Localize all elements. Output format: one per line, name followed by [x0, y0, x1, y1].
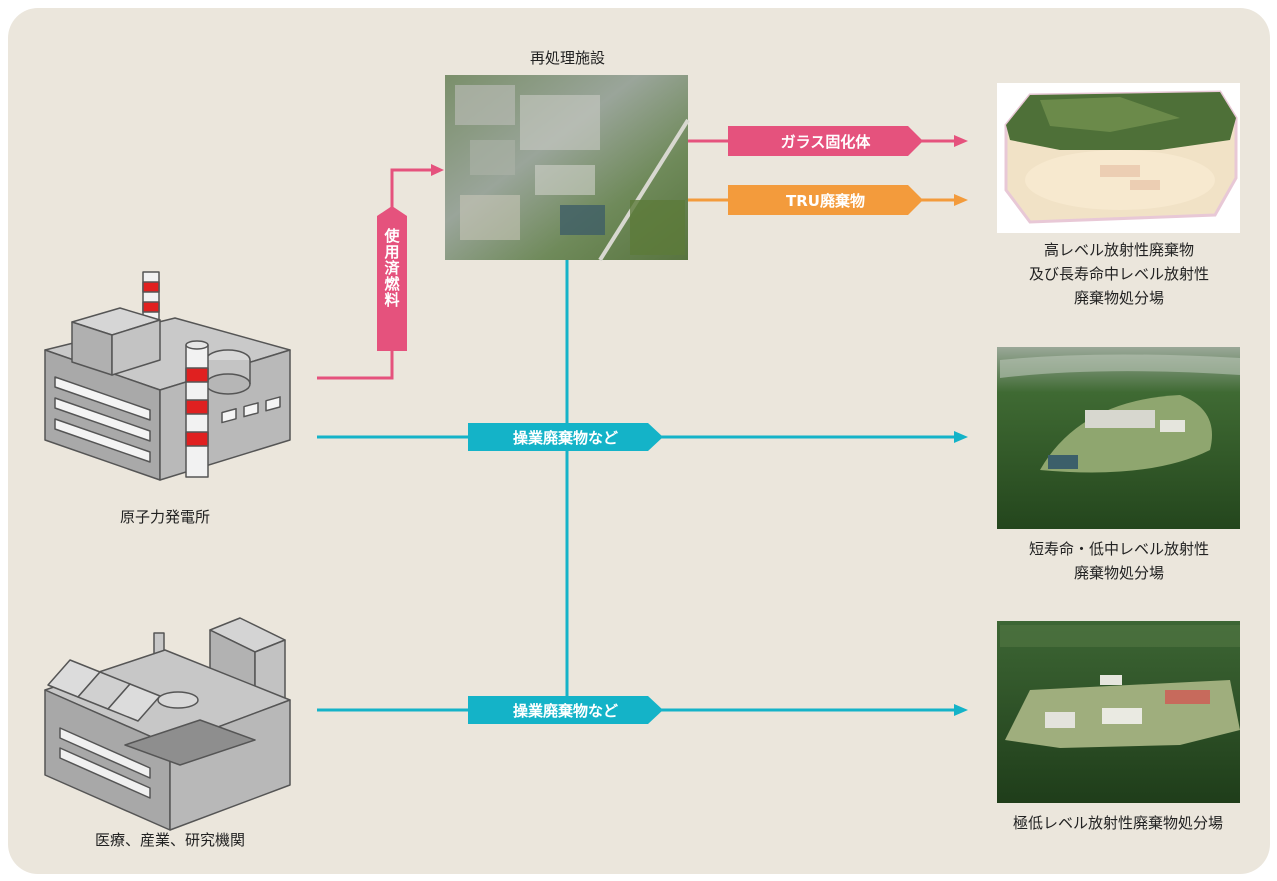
spent-fuel-tag-label: 使用済燃料 — [382, 228, 401, 308]
very-low-repository-photo — [997, 621, 1240, 803]
reprocessing-photo — [445, 75, 690, 262]
reprocessing-label: 再処理施設 — [529, 49, 605, 67]
short-lived-repository-photo — [997, 347, 1240, 529]
operational-tag-1-label: 操業廃棄物など — [512, 428, 618, 447]
tru-arrowhead — [954, 194, 968, 206]
high-level-repository-image — [997, 83, 1240, 233]
spent-fuel-arrowhead — [431, 164, 444, 176]
operational-tag-2: 操業廃棄物など — [468, 696, 663, 724]
nuclear-plant-icon — [44, 271, 291, 481]
operational-tag-shape-2 — [468, 696, 663, 724]
glass-tag-shape — [728, 126, 923, 156]
nuclear-plant-label: 原子力発電所 — [119, 508, 210, 526]
medical-label: 医療、産業、研究機関 — [94, 831, 245, 849]
glass-tag: ガラス固化体 — [728, 126, 923, 156]
glass-arrowhead — [954, 135, 968, 147]
high-level-label: 高レベル放射性廃棄物 及び長寿命中レベル放射性 廃棄物処分場 — [1028, 241, 1209, 307]
operational-arrowhead-2 — [954, 704, 968, 716]
operational-tag-2-label: 操業廃棄物など — [512, 701, 618, 720]
glass-tag-label: ガラス固化体 — [780, 132, 871, 151]
tru-tag-label: TRU廃棄物 — [786, 191, 865, 210]
tru-tag-shape — [728, 185, 923, 215]
operational-tag-1: 操業廃棄物など — [468, 423, 663, 451]
spent-fuel-tag: 使用済燃料 — [377, 206, 407, 351]
very-low-label: 極低レベル放射性廃棄物処分場 — [1012, 814, 1223, 832]
spent-fuel-line — [317, 168, 432, 380]
operational-arrowhead-1 — [954, 431, 968, 443]
short-lived-label: 短寿命・低中レベル放射性 廃棄物処分場 — [1028, 540, 1209, 582]
research-facility-icon — [44, 617, 291, 831]
operational-tag-shape-1 — [468, 423, 663, 451]
tru-tag: TRU廃棄物 — [728, 185, 923, 215]
